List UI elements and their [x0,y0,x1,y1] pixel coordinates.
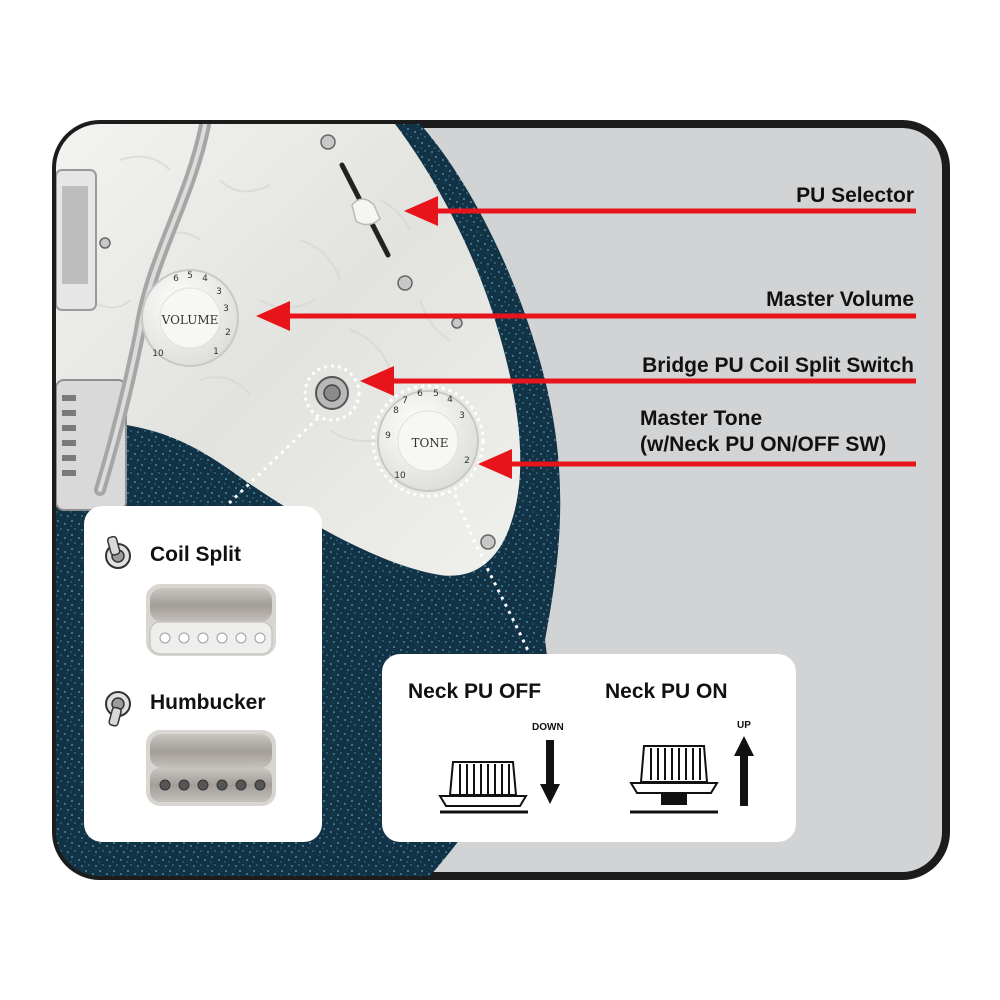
pickup-icon [146,584,276,656]
label-master-tone-line2: (w/Neck PU ON/OFF SW) [640,432,886,458]
svg-text:9: 9 [385,431,391,441]
pickup-icon [146,730,276,806]
tone-knob-label: TONE [411,436,448,450]
label-coil-split: Coil Split [150,543,241,567]
svg-text:3: 3 [459,411,465,421]
svg-text:10: 10 [152,349,164,359]
svg-text:6: 6 [173,274,179,284]
volume-knob-label: VOLUME [161,313,219,327]
label-master-volume: Master Volume [766,288,914,312]
label-master-tone-line1: Master Tone [640,406,886,432]
label-neck-pu-off: Neck PU OFF [408,680,541,704]
svg-text:4: 4 [447,395,453,405]
svg-text:2: 2 [225,328,231,338]
label-bridge-coil-split: Bridge PU Coil Split Switch [642,354,914,378]
label-neck-pu-on: Neck PU ON [605,680,728,704]
label-up: UP [737,720,751,731]
svg-text:4: 4 [202,274,208,284]
svg-text:3: 3 [216,287,222,297]
svg-text:8: 8 [393,406,399,416]
svg-text:2: 2 [464,456,470,466]
svg-text:10: 10 [394,471,406,481]
label-humbucker: Humbucker [150,691,266,715]
svg-text:3: 3 [223,304,229,314]
label-down: DOWN [532,722,564,733]
svg-text:5: 5 [433,389,439,399]
svg-text:5: 5 [187,271,193,281]
svg-text:1: 1 [213,347,219,357]
label-pu-selector: PU Selector [796,184,914,208]
label-master-tone: Master Tone (w/Neck PU ON/OFF SW) [640,406,886,458]
svg-text:7: 7 [402,396,408,406]
svg-text:6: 6 [417,389,423,399]
